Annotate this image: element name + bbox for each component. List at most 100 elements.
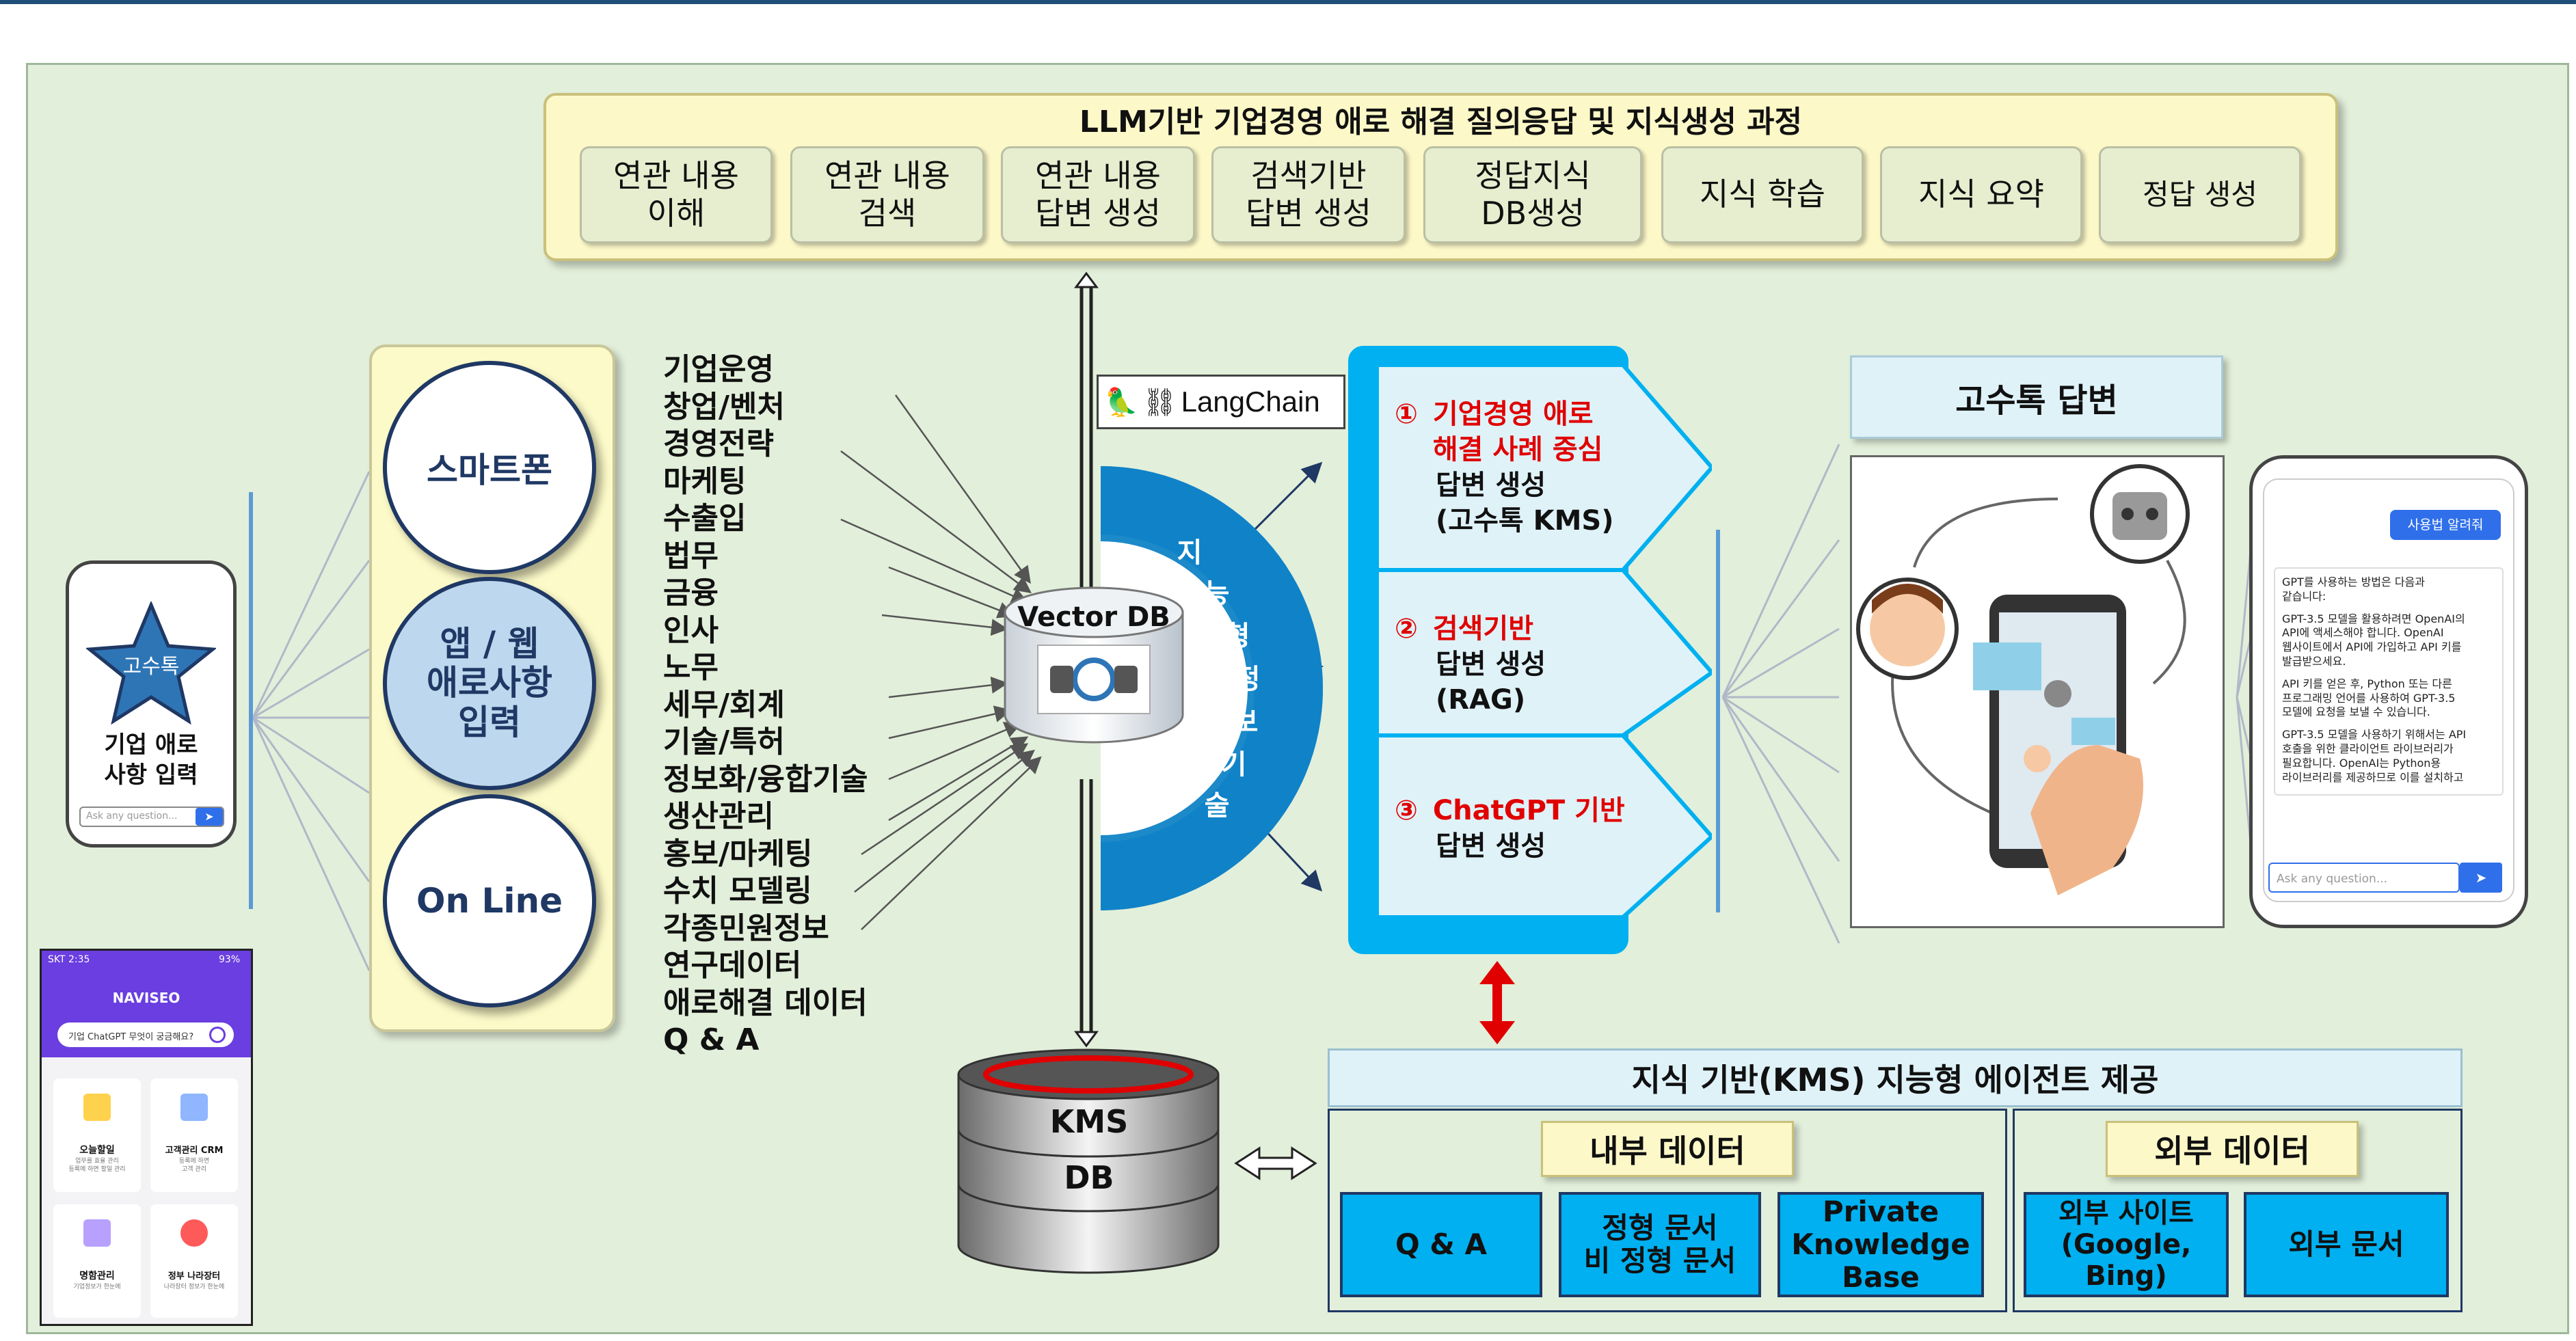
- method-2-red: 검색기반: [1432, 613, 1534, 645]
- chat-answer-bubble: GPT를 사용하는 방법은 다음과 같습니다: GPT-3.5 모델을 활용하려…: [2274, 567, 2504, 796]
- category-item: 연구데이터: [663, 948, 802, 983]
- howto-button[interactable]: 사용법 알려줘: [2390, 510, 2501, 540]
- category-item: 경영전략: [663, 426, 774, 461]
- langchain-text: LangChain: [1181, 385, 1320, 418]
- arc-char: 정: [1235, 664, 1261, 695]
- answer-line: GPT를 사용하는 방법은 다음과 같습니다:: [2282, 575, 2425, 603]
- channel-app-web: 앱 / 웹 애로사항 입력: [383, 577, 596, 790]
- category-item: 인사: [663, 612, 719, 648]
- app-search-bar[interactable]: 기업 ChatGPT 무엇이 궁금해요?: [57, 1022, 234, 1047]
- internal-knowledge-base: Private Knowledge Base: [1777, 1192, 1984, 1297]
- app-status-right: 93%: [219, 954, 241, 965]
- chatbot-scene: [1856, 464, 2190, 895]
- arc-char: 형: [1225, 621, 1250, 652]
- gosutok-star-icon: 고수톡: [86, 601, 216, 724]
- parrot-chain-icon: 🦜: [1104, 387, 1138, 418]
- kms-db-stack: [957, 1048, 1220, 1274]
- arc-char: 술: [1205, 790, 1230, 822]
- tile-sub-card: 기업정보가 한눈에: [73, 1284, 121, 1290]
- answer-line: GPT-3.5 모델을 사용하기 위해서는 API 호출을 위한 클라이언트 라…: [2282, 728, 2467, 784]
- answer-method-chevrons: [1377, 365, 1712, 919]
- method-1: ① 기업경영 애로 해결 사례 중심 답변 생성 (고수톡 KMS): [1395, 396, 1614, 539]
- category-item: 금융: [663, 575, 719, 610]
- taegeuk-icon: [180, 1219, 208, 1247]
- category-item: 수치 모델링: [663, 873, 812, 908]
- tile-title-crm: 고객관리 CRM: [165, 1146, 224, 1156]
- channel-smartphone: 스마트폰: [383, 361, 596, 574]
- category-item: 애로해결 데이터: [663, 985, 868, 1020]
- method-1-black: 답변 생성 (고수톡 KMS): [1436, 470, 1614, 537]
- method-2: ② 검색기반 답변 생성 (RAG): [1395, 611, 1546, 718]
- vector-db-cylinder: [1004, 586, 1184, 744]
- method-2-num: ②: [1395, 613, 1418, 645]
- app-status-left: SKT 2:35: [48, 954, 90, 965]
- category-item: 법무: [663, 538, 719, 573]
- top-border-line: [0, 0, 2576, 4]
- category-item: 홍보/마케팅: [663, 836, 813, 871]
- tile-title-gov: 정부 나라장터: [167, 1271, 221, 1282]
- app-search-icon[interactable]: [209, 1027, 226, 1043]
- step-generate: 연관 내용 답변 생성: [1001, 146, 1195, 243]
- send-arrow-icon[interactable]: ➤: [196, 808, 223, 826]
- method-3: ③ ChatGPT 기반 답변 생성: [1395, 793, 1625, 864]
- category-item: 노무: [663, 650, 719, 685]
- tile-title-card: 명함관리: [79, 1271, 115, 1282]
- gosutok-logo: 고수톡: [123, 655, 180, 679]
- step-summarize: 지식 요약: [1880, 146, 2082, 243]
- internal-data-title: 내부 데이터: [1541, 1121, 1794, 1177]
- category-item: 마케팅: [663, 463, 747, 499]
- left-phone-caption: 기업 애로 사항 입력: [104, 731, 198, 789]
- method-1-num: ①: [1395, 398, 1418, 430]
- answer-line: API 키를 얻은 후, Python 또는 다른 프로그래밍 언어를 사용하여…: [2282, 677, 2456, 719]
- answer-title: 고수톡 답변: [1850, 355, 2223, 439]
- tile-sub-todo: 업무를 효율 관리 등록에 하면 할일 관리: [68, 1158, 126, 1173]
- left-phone-input[interactable]: Ask any question...: [79, 807, 224, 827]
- external-data-title: 외부 데이터: [2106, 1121, 2359, 1177]
- category-item: 기술/특허: [663, 724, 785, 759]
- arc-char: 능: [1205, 578, 1230, 610]
- external-sites: 외부 사이트 (Google, Bing): [2024, 1192, 2229, 1297]
- method-3-black: 답변 생성: [1436, 830, 1546, 862]
- tile-sub-gov: 나라장터 정보가 한눈에: [163, 1284, 225, 1290]
- arc-char: 보: [1233, 707, 1259, 738]
- method-3-num: ③: [1395, 795, 1418, 826]
- tile-title-todo: 오늘할일: [79, 1145, 115, 1156]
- arc-char: 지: [1177, 537, 1203, 569]
- kms-header: 지식 기반(KMS) 지능형 에이전트 제공: [1328, 1048, 2463, 1107]
- category-item: 각종민원정보: [663, 910, 829, 946]
- method-3-red: ChatGPT 기반: [1432, 795, 1625, 826]
- tile-sub-crm: 등록에 하면 고객 관리: [178, 1158, 210, 1173]
- external-documents: 외부 문서: [2244, 1192, 2449, 1297]
- kms-db-line1: KMS: [1049, 1103, 1129, 1140]
- step-understand: 연관 내용 이해: [580, 146, 773, 243]
- step-learn: 지식 학습: [1661, 146, 1864, 243]
- step-answer-gen: 정답 생성: [2099, 146, 2301, 243]
- category-item: 수출입: [663, 501, 747, 536]
- right-phone-input[interactable]: Ask any question...: [2268, 863, 2460, 893]
- vector-db-label: Vector DB: [1017, 601, 1170, 633]
- method-1-red: 기업경영 애로 해결 사례 중심: [1432, 398, 1603, 465]
- method-2-black: 답변 생성 (RAG): [1436, 649, 1546, 716]
- right-phone-screen: [2263, 478, 2514, 902]
- category-item: Q & A: [663, 1022, 760, 1057]
- langchain-label: 🦜 ⛓ LangChain: [1097, 375, 1345, 429]
- crm-icon: [180, 1094, 208, 1121]
- category-list: 기업운영 창업/벤처 경영전략 마케팅 수출입 법무 금융 인사 노무 세무/회…: [663, 351, 868, 1059]
- arc-char: 기: [1222, 749, 1247, 781]
- internal-documents: 정형 문서 비 정형 문서: [1559, 1192, 1761, 1297]
- card-icon: [83, 1219, 111, 1247]
- app-brand: NAVISEO: [112, 990, 180, 1006]
- step-search: 연관 내용 검색: [790, 146, 984, 243]
- kms-db-line2: DB: [1064, 1159, 1114, 1196]
- right-send-icon[interactable]: ➤: [2460, 863, 2502, 893]
- category-item: 창업/벤처: [663, 389, 785, 424]
- category-item: 생산관리: [663, 799, 774, 834]
- category-item: 기업운영: [663, 352, 774, 387]
- internal-qa: Q & A: [1340, 1192, 1542, 1297]
- llm-process-title: LLM기반 기업경영 애로 해결 질의응답 및 지식생성 과정: [1079, 105, 1803, 139]
- channel-online: On Line: [383, 794, 596, 1007]
- step-db-create: 정답지식 DB생성: [1423, 146, 1642, 243]
- chain-link-icon: ⛓: [1142, 387, 1177, 418]
- todo-icon: [83, 1094, 111, 1121]
